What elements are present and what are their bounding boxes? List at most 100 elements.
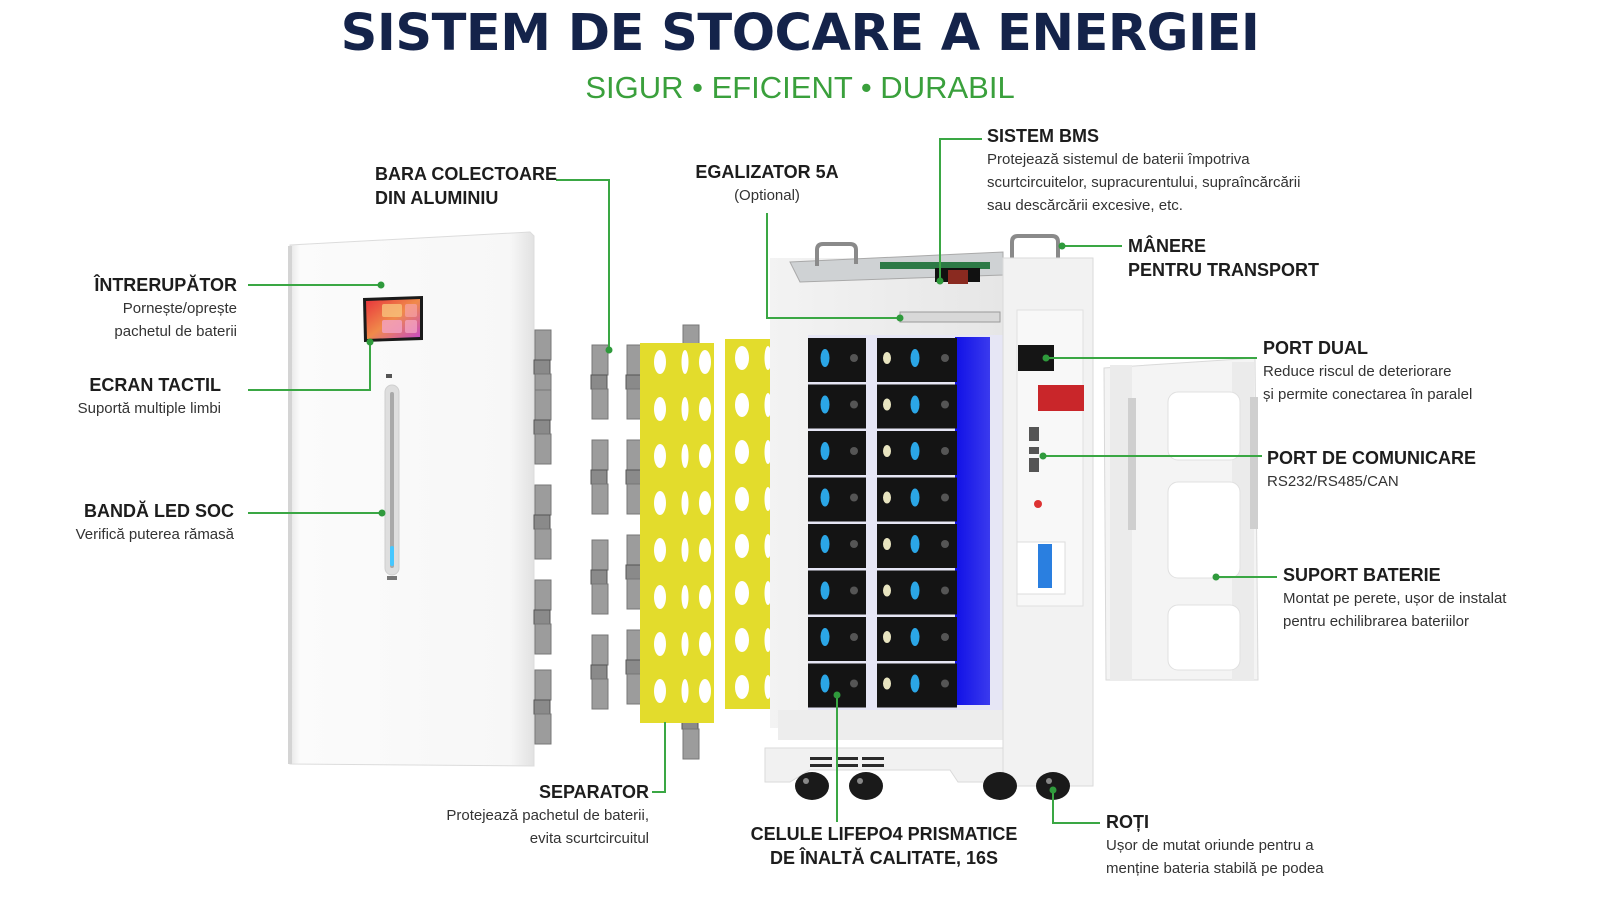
callout-sistem-bms: SISTEM BMS Protejează sistemul de bateri… xyxy=(987,124,1300,217)
separator-hole xyxy=(681,444,689,468)
busbar-icon xyxy=(590,634,609,710)
touch-screen-icon xyxy=(363,296,423,342)
lifepo4-cell-icon xyxy=(808,477,866,522)
separator-hole xyxy=(699,632,711,656)
comm-port-icon xyxy=(1029,427,1039,472)
separator-hole xyxy=(654,679,666,703)
separator-hole xyxy=(764,440,772,464)
separator-hole xyxy=(735,675,749,699)
busbar-icon xyxy=(533,389,552,465)
soc-led-bar-icon xyxy=(384,374,400,580)
callout-title: MÂNERE xyxy=(1128,236,1207,256)
page-subtitle: SIGUR • EFICIENT • DURABIL xyxy=(585,70,1015,105)
callout-desc: pachetul de baterii xyxy=(114,323,237,340)
separator-hole xyxy=(735,581,749,605)
callout-title: CELULE LIFEPO4 PRISMATICE xyxy=(750,824,1018,844)
callout-desc: Protejează pachetul de baterii, xyxy=(446,807,649,824)
separator-hole xyxy=(764,487,772,511)
callout-desc: scurtcircuitelor, supracurentului, supra… xyxy=(987,174,1301,191)
callout-title: BANDĂ LED SOC xyxy=(83,501,234,521)
callout-title: EGALIZATOR 5A xyxy=(695,162,839,182)
busbar-icon xyxy=(533,484,552,560)
busbar-icon xyxy=(625,344,644,420)
separator-hole xyxy=(735,487,749,511)
separator-hole xyxy=(654,585,666,609)
separator-hole xyxy=(654,350,666,374)
callout-desc: Protejează sistemul de baterii împotriva xyxy=(987,151,1250,168)
separator-hole xyxy=(699,491,711,515)
busbar-icon xyxy=(533,669,552,745)
callout-banda-led: BANDĂ LED SOC Verifică puterea rămasă xyxy=(76,499,234,546)
callout-desc: sau descărcării excesive, etc. xyxy=(987,197,1183,214)
separator-hole xyxy=(681,491,689,515)
separator-hole xyxy=(764,534,772,558)
separator-hole xyxy=(681,679,689,703)
lifepo4-cell-icon xyxy=(877,431,957,475)
callout-title: SEPARATOR xyxy=(538,782,649,802)
busbar-icon xyxy=(625,534,644,610)
callout-desc: Reduce riscul de deteriorare xyxy=(1263,363,1452,380)
callout-desc: Montat pe perete, ușor de instalat xyxy=(1283,590,1507,607)
lifepo4-cell-icon xyxy=(877,617,957,661)
callout-celule: CELULE LIFEPO4 PRISMATICE DE ÎNALTĂ CALI… xyxy=(744,822,1024,870)
lifepo4-cell-icon xyxy=(808,570,866,615)
breaker-icon xyxy=(1016,541,1066,595)
lifepo4-cell-icon xyxy=(808,663,866,708)
busbar-icon xyxy=(590,539,609,615)
separator-hole xyxy=(681,350,689,374)
busbar-icon xyxy=(533,579,552,655)
separator-hole xyxy=(764,628,772,652)
callout-bara-colectoare: BARA COLECTOARE DIN ALUMINIU xyxy=(375,162,557,210)
separator-hole xyxy=(735,440,749,464)
busbar-icon xyxy=(590,439,609,515)
handle-right-icon xyxy=(1010,234,1060,262)
callout-desc: evita scurtcircuitul xyxy=(529,830,649,847)
busbar-icon xyxy=(590,344,609,420)
caster-wheel-icon xyxy=(795,772,1070,800)
cell-side-panel xyxy=(955,337,990,705)
callout-intrerupator: ÎNTRERUPĂTOR Pornește/oprește pachetul d… xyxy=(94,273,237,343)
callout-desc: RS232/RS485/CAN xyxy=(1267,473,1399,490)
lifepo4-cell-icon xyxy=(808,384,866,429)
callout-desc: și permite conectarea în paralel xyxy=(1263,386,1473,403)
leader-lines xyxy=(248,138,1277,824)
separator-hole xyxy=(735,534,749,558)
separator-hole xyxy=(735,628,749,652)
separator-hole xyxy=(654,444,666,468)
callout-desc: menține bateria stabilă pe podea xyxy=(1106,860,1324,877)
page-title: SISTEM DE STOCARE A ENERGIEI xyxy=(340,4,1260,63)
separator-hole xyxy=(735,393,749,417)
lifepo4-cell-icon xyxy=(808,431,866,475)
callout-title: ROȚI xyxy=(1106,812,1149,832)
front-panel xyxy=(288,231,535,767)
separator-hole xyxy=(699,397,711,421)
separator-hole xyxy=(654,538,666,562)
wall-bracket xyxy=(1103,357,1259,681)
separator-hole xyxy=(654,632,666,656)
lifepo4-cell-icon xyxy=(877,384,957,429)
callout-title: ÎNTRERUPĂTOR xyxy=(94,275,237,295)
dual-port-red-icon xyxy=(1038,385,1084,411)
lifepo4-cell-icon xyxy=(877,524,957,568)
separator-hole xyxy=(699,350,711,374)
separator-hole xyxy=(764,675,772,699)
callout-title: ECRAN TACTIL xyxy=(89,375,221,395)
callout-suport-baterie: SUPORT BATERIE Montat pe perete, ușor de… xyxy=(1283,563,1506,633)
cabinet xyxy=(764,234,1094,800)
callout-desc: (Optional) xyxy=(734,187,800,204)
callout-egalizator: EGALIZATOR 5A (Optional) xyxy=(690,160,844,207)
callout-manere: MÂNERE PENTRU TRANSPORT xyxy=(1128,234,1319,282)
callout-title: BARA COLECTOARE xyxy=(375,164,558,184)
separator-hole xyxy=(681,585,689,609)
separator-hole xyxy=(654,397,666,421)
callout-ecran-tactil: ECRAN TACTIL Suportă multiple limbi xyxy=(78,373,221,420)
callout-title: DE ÎNALTĂ CALITATE, 16S xyxy=(769,848,998,868)
callout-desc: pentru echilibrarea bateriilor xyxy=(1283,613,1469,630)
separator-hole xyxy=(654,491,666,515)
callout-desc: Pornește/oprește xyxy=(122,300,237,317)
lifepo4-cell-icon xyxy=(808,524,866,568)
callout-title: SUPORT BATERIE xyxy=(1283,565,1441,585)
callout-port-dual: PORT DUAL Reduce riscul de deteriorare ș… xyxy=(1263,336,1472,406)
lifepo4-cell-icon xyxy=(877,663,957,708)
